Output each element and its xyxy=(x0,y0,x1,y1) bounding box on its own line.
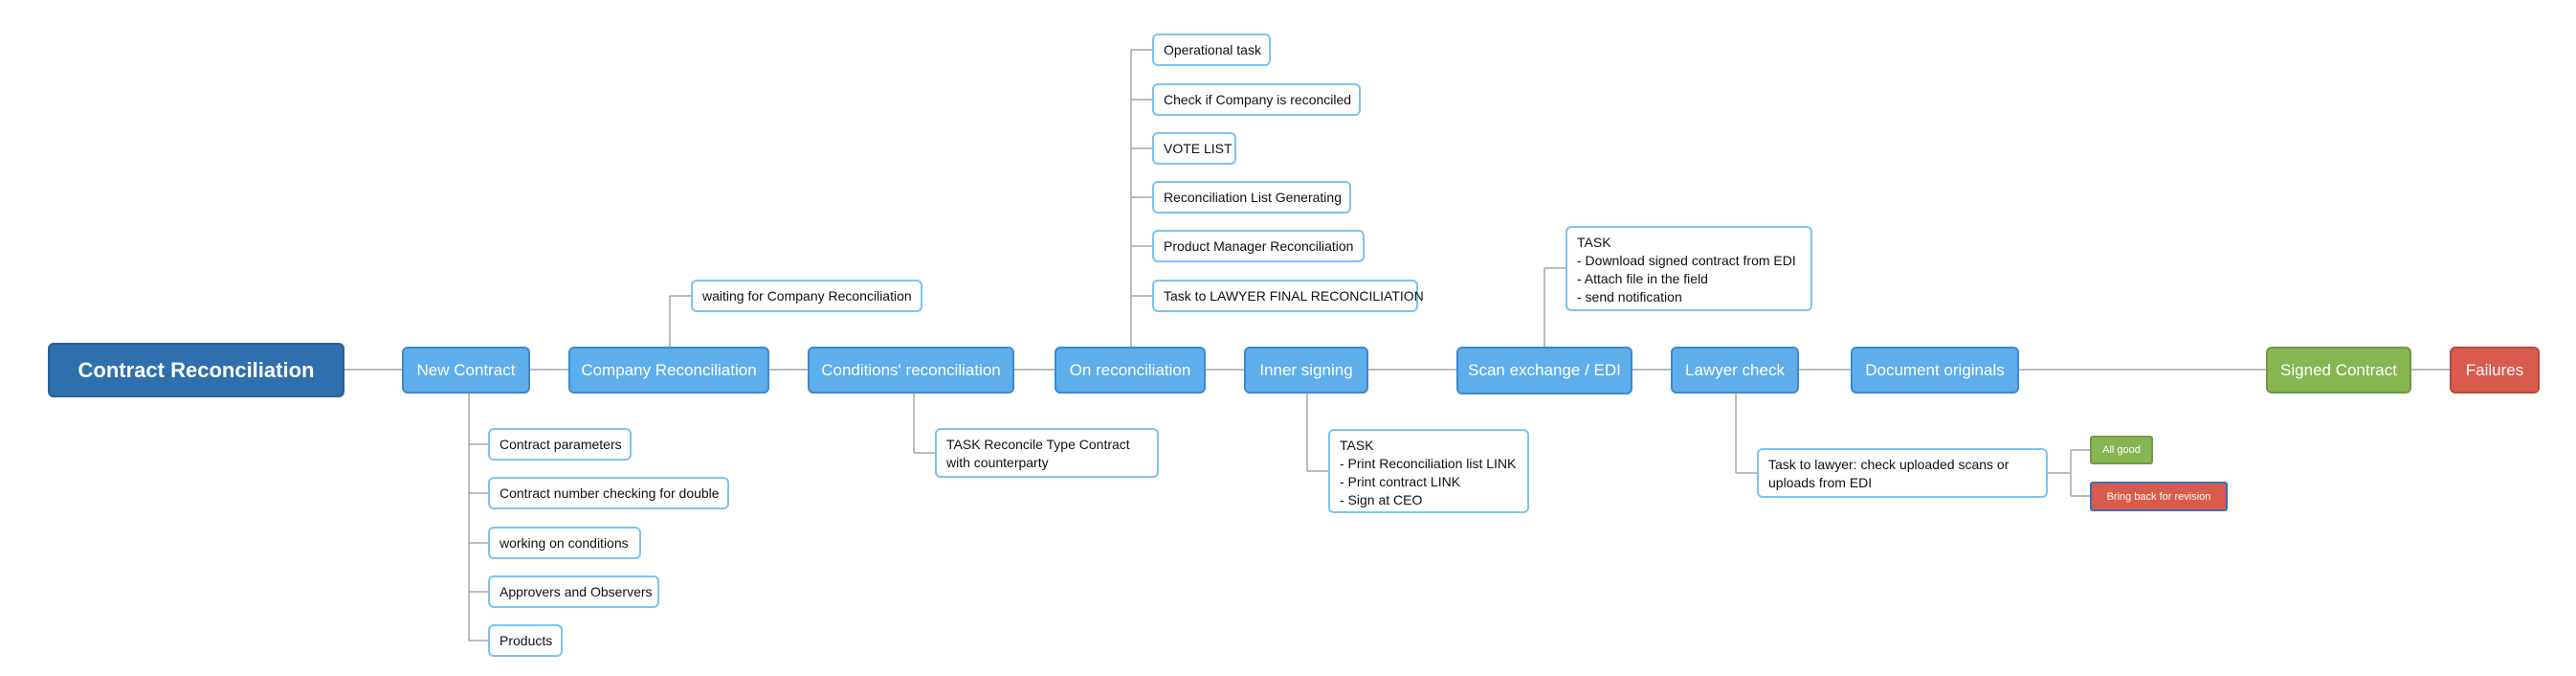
lawyer-task[interactable]: Task to lawyer: check uploaded scans or … xyxy=(1757,448,2048,498)
stage-document-originals[interactable]: Document originals xyxy=(1851,347,2019,394)
on-reconciliation-item[interactable]: Reconciliation List Generating xyxy=(1152,181,1351,214)
new-contract-item[interactable]: Approvers and Observers xyxy=(488,575,659,608)
root-topic[interactable]: Contract Reconciliation xyxy=(48,343,344,397)
new-contract-item[interactable]: Contract number checking for double xyxy=(488,477,729,509)
inner-signing-task[interactable]: TASK - Print Reconciliation list LINK - … xyxy=(1328,429,1529,513)
on-reconciliation-item[interactable]: Check if Company is reconciled xyxy=(1152,83,1361,116)
company-reconciliation-note[interactable]: waiting for Company Reconciliation xyxy=(691,280,922,312)
new-contract-item[interactable]: working on conditions xyxy=(488,527,641,559)
new-contract-item[interactable]: Contract parameters xyxy=(488,428,632,461)
scan-exchange-task-text: TASK - Download signed contract from EDI… xyxy=(1577,235,1796,304)
stage-on-reconciliation[interactable]: On reconciliation xyxy=(1055,347,1206,394)
stage-scan-exchange-edi[interactable]: Scan exchange / EDI xyxy=(1456,347,1632,394)
conditions-task[interactable]: TASK Reconcile Type Contract with counte… xyxy=(935,428,1159,478)
outcome-bring-back-for-revision[interactable]: Bring back for revision xyxy=(2090,482,2228,511)
scan-exchange-task[interactable]: TASK - Download signed contract from EDI… xyxy=(1566,226,1812,311)
outcome-all-good[interactable]: All good xyxy=(2090,436,2153,464)
stage-signed-contract[interactable]: Signed Contract xyxy=(2266,347,2411,394)
lawyer-task-text: Task to lawyer: check uploaded scans or … xyxy=(1768,457,2010,490)
stage-inner-signing[interactable]: Inner signing xyxy=(1244,347,1368,394)
stage-new-contract[interactable]: New Contract xyxy=(402,347,530,394)
inner-signing-task-text: TASK - Print Reconciliation list LINK - … xyxy=(1340,438,1517,507)
stage-lawyer-check[interactable]: Lawyer check xyxy=(1671,347,1799,394)
on-reconciliation-item[interactable]: VOTE LIST xyxy=(1152,132,1236,165)
on-reconciliation-item[interactable]: Product Manager Reconciliation xyxy=(1152,230,1365,262)
conditions-task-text: TASK Reconcile Type Contract with counte… xyxy=(946,437,1130,470)
on-reconciliation-item[interactable]: Task to LAWYER FINAL RECONCILIATION xyxy=(1152,280,1424,312)
new-contract-item[interactable]: Products xyxy=(488,624,563,657)
on-reconciliation-item[interactable]: Operational task xyxy=(1152,34,1271,66)
stage-conditions-reconciliation[interactable]: Conditions' reconciliation xyxy=(808,347,1014,394)
stage-failures[interactable]: Failures xyxy=(2450,347,2540,394)
stage-company-reconciliation[interactable]: Company Reconciliation xyxy=(568,347,769,394)
